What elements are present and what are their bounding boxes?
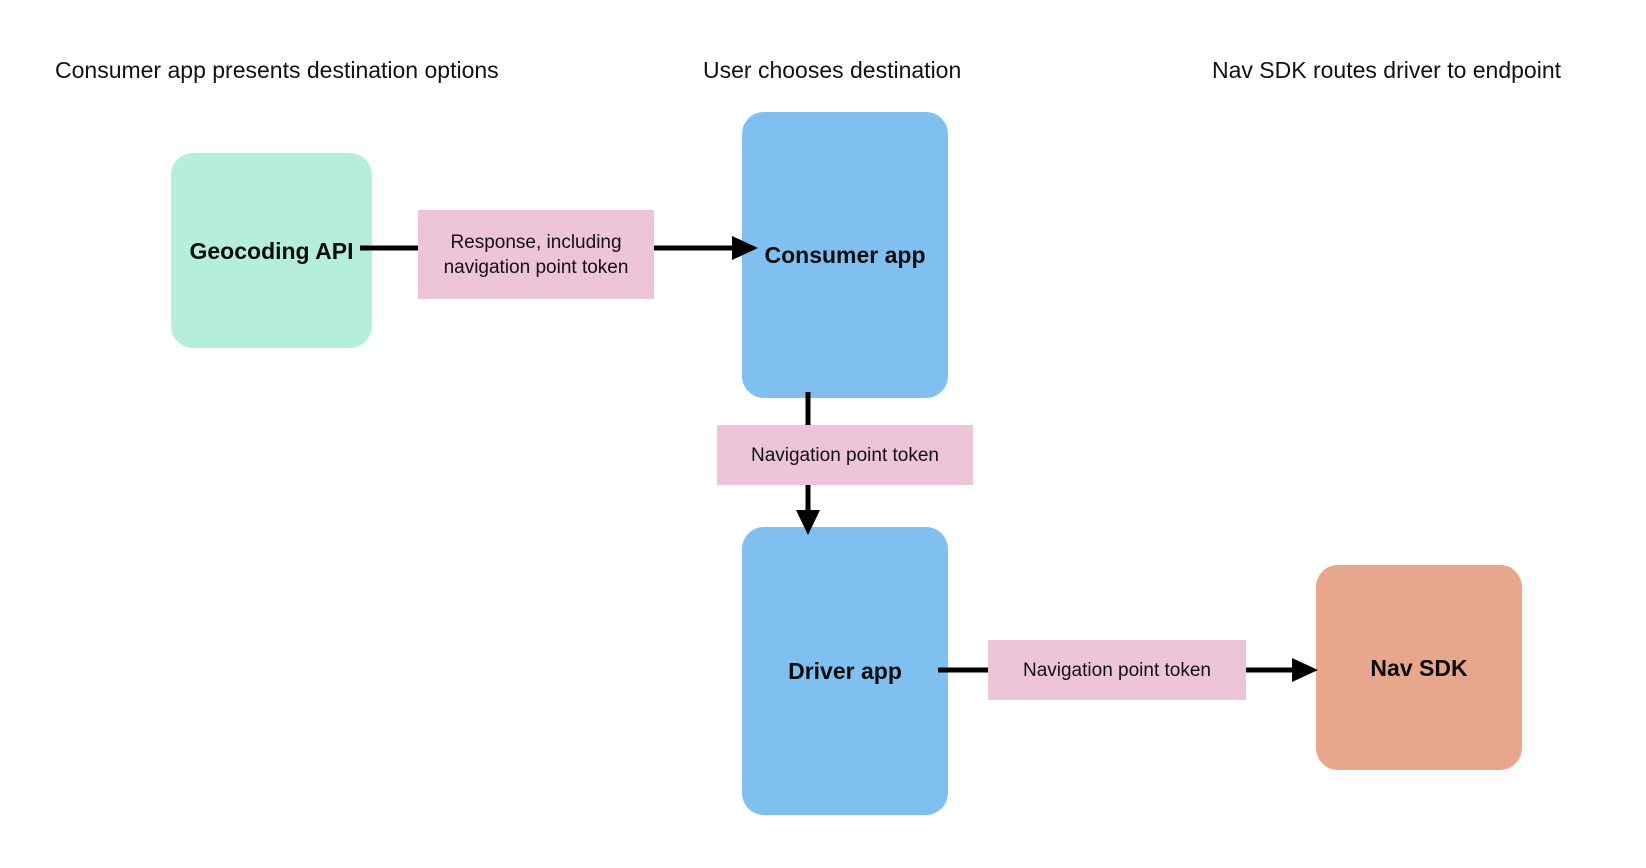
column-heading-nav-sdk: Nav SDK routes driver to endpoint: [1212, 57, 1562, 83]
edge-label-navigation-point-token-middle-text: Navigation point token: [750, 444, 939, 466]
edge-label-navigation-point-token-bottom-text: Navigation point token: [1022, 659, 1211, 681]
column-heading-user-chooses: User chooses destination: [703, 57, 962, 83]
edge-label-response-text: Response, including navigation point tok…: [443, 231, 629, 278]
node-geocoding-api-label: Geocoding API: [189, 237, 354, 264]
node-driver-app-label: Driver app: [788, 658, 902, 684]
node-consumer-app-label: Consumer app: [764, 242, 926, 268]
edge-label-navigation-point-token-middle: Navigation point token: [717, 425, 973, 485]
node-geocoding-api[interactable]: Geocoding API: [171, 153, 372, 348]
node-nav-sdk-label: Nav SDK: [1370, 654, 1468, 681]
edge-label-response-including-navigation-point-token: Response, including navigation point tok…: [418, 210, 654, 299]
connector-response-label-to-consumer-app: [640, 228, 760, 268]
node-driver-app[interactable]: Driver app: [742, 527, 948, 815]
node-nav-sdk[interactable]: Nav SDK: [1316, 565, 1522, 770]
connector-token-label-to-nav-sdk: [1234, 652, 1334, 688]
edge-label-navigation-point-token-bottom: Navigation point token: [988, 640, 1246, 700]
column-heading-consumer-app: Consumer app presents destination option…: [55, 57, 499, 83]
node-consumer-app[interactable]: Consumer app: [742, 112, 948, 398]
